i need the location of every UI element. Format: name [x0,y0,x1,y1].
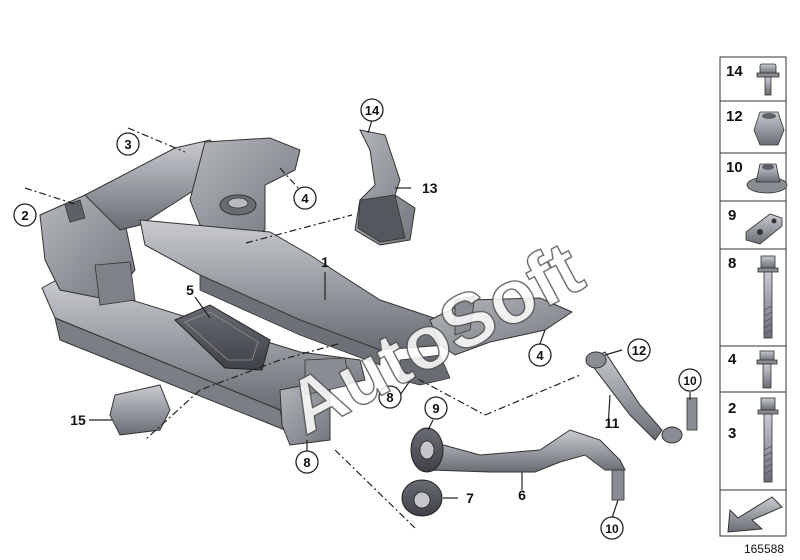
callout-8-upper[interactable]: 8 [378,385,402,409]
svg-text:4: 4 [301,191,309,206]
svg-text:15: 15 [70,412,86,428]
sidebar-item-arrow[interactable] [719,489,787,537]
hex-bolt-icon [757,397,779,483]
sidebar-item-12[interactable]: 12 [719,100,787,154]
leader-lines [24,127,581,529]
svg-text:8: 8 [728,255,736,272]
svg-text:7: 7 [466,490,474,506]
callout-2[interactable]: 2 [13,203,37,227]
callout-11[interactable]: 11 [605,415,620,431]
callout-10-lower[interactable]: 10 [600,516,624,540]
svg-text:8: 8 [386,390,393,405]
short-bolt-icon [756,350,778,389]
leader-lines-solid [89,119,691,519]
callout-9[interactable]: 9 [424,396,448,420]
callout-10-upper[interactable]: 10 [678,368,702,392]
svg-text:1: 1 [321,254,329,270]
svg-text:6: 6 [518,487,526,503]
sidebar-item-10[interactable]: 10 [719,152,788,202]
svg-text:11: 11 [605,415,620,431]
svg-text:14: 14 [726,63,743,80]
svg-text:4: 4 [536,348,544,363]
callout-12[interactable]: 12 [627,338,651,362]
flange-nut-icon [746,163,788,194]
svg-text:8: 8 [303,455,310,470]
svg-text:10: 10 [605,522,619,536]
bolt-flanged-icon [756,63,780,96]
sidebar-item-4[interactable]: 4 [719,345,787,393]
wishbone-part-6 [410,427,626,501]
svg-text:10: 10 [683,374,697,388]
callout-8-lower[interactable]: 8 [295,450,319,474]
callout-5[interactable]: 5 [186,282,194,298]
hardware-sidebar: 14 12 10 [719,56,788,537]
long-bolt-icon [757,255,779,339]
diagram-id: 165588 [744,542,784,556]
rubber-mount-part-7 [401,479,443,517]
svg-text:14: 14 [365,103,380,118]
callout-7[interactable]: 7 [466,490,474,506]
svg-text:3: 3 [728,425,736,442]
svg-text:9: 9 [728,207,736,224]
cover-part-15 [109,384,171,436]
arrow-down-left-icon [727,496,783,533]
svg-text:9: 9 [432,401,439,416]
svg-text:2: 2 [728,400,736,417]
svg-text:5: 5 [186,282,194,298]
callout-14[interactable]: 14 [360,98,384,122]
hex-nut-icon [753,111,785,146]
svg-text:13: 13 [422,180,438,196]
svg-text:10: 10 [726,159,743,176]
bracket-part-13 [354,129,416,246]
svg-text:12: 12 [726,108,743,125]
sidebar-item-8[interactable]: 8 [719,248,787,347]
svg-text:4: 4 [728,351,737,368]
callout-13[interactable]: 13 [422,180,438,196]
callout-4-lower[interactable]: 4 [528,343,552,367]
svg-text:12: 12 [632,343,646,358]
front-axle-subframe [39,137,574,446]
callout-4-upper[interactable]: 4 [293,186,317,210]
callout-3[interactable]: 3 [116,132,140,156]
sidebar-item-14[interactable]: 14 [719,56,787,102]
svg-text:2: 2 [21,208,28,223]
clip-bracket-icon [745,213,783,245]
callout-15[interactable]: 15 [70,412,86,428]
callout-1[interactable]: 1 [321,254,329,270]
svg-text:3: 3 [124,137,131,152]
sidebar-item-9[interactable]: 9 [719,200,787,250]
shield-plate-part [174,304,271,371]
callout-6[interactable]: 6 [518,487,526,503]
tension-strut-part-11 [585,351,698,444]
sidebar-item-2-3[interactable]: 2 3 [719,391,787,491]
